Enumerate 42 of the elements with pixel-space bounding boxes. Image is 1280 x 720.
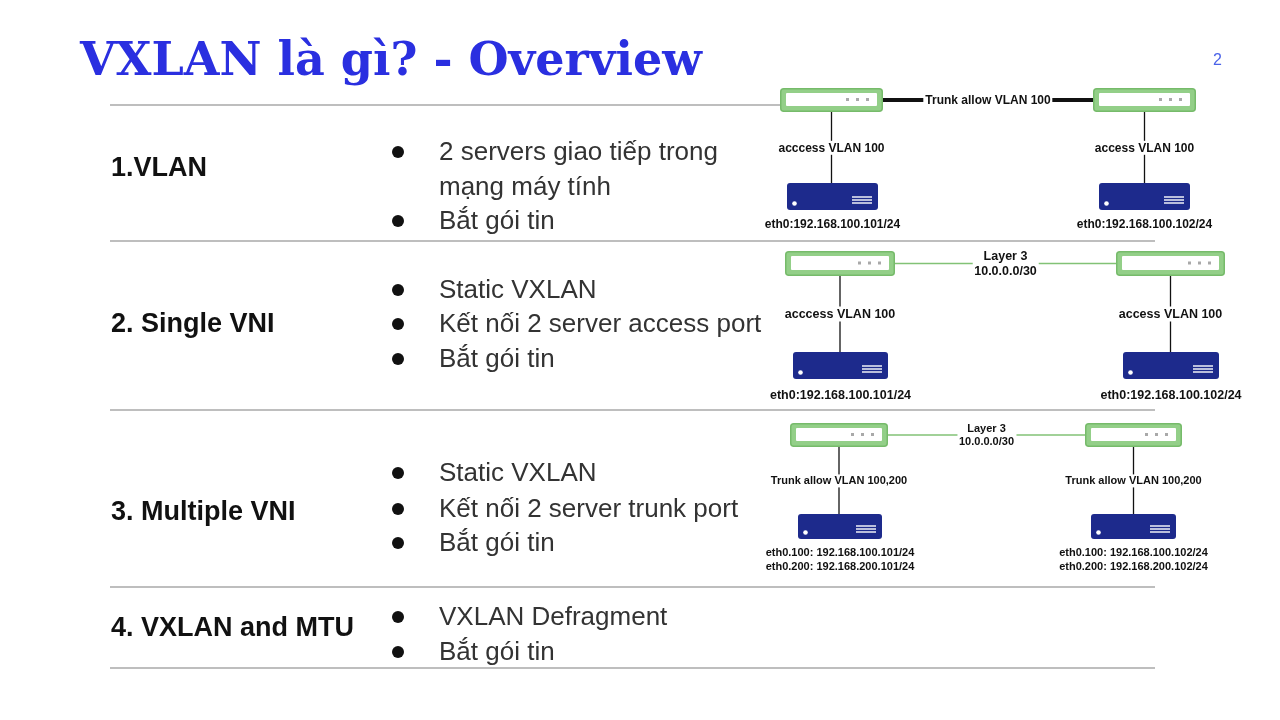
server (1123, 352, 1219, 379)
bullet-text: Bắt gói tin (439, 635, 555, 668)
bullet-text: Kết nối 2 server access port (439, 307, 762, 340)
ip-address-label: eth0:192.168.100.102/24 (1076, 217, 1213, 231)
edge-label: access VLAN 100 (1116, 306, 1225, 322)
network-switch (1116, 251, 1225, 276)
edge-label: access VLAN 100 (1092, 140, 1197, 155)
edge-label: acccess VLAN 100 (782, 306, 898, 322)
network-switch (790, 423, 888, 447)
section-heading: 3. Multiple VNI (111, 494, 296, 528)
section-heading: 4. VXLAN and MTU (111, 610, 354, 644)
slide-title: VXLAN là gì? - Overview (80, 32, 702, 86)
section-heading: 2. Single VNI (111, 306, 275, 340)
ip-address-label: eth0:192.168.100.101/24 (764, 217, 901, 231)
bullet-text: Bắt gói tin (439, 526, 555, 559)
network-switch (785, 251, 895, 276)
ip-address-label: eth0:192.168.100.101/24 (769, 388, 912, 402)
page-number: 2 (1213, 50, 1222, 70)
edge-label: Trunk allow VLAN 100,200 (768, 473, 910, 488)
edge-label: Trunk allow VLAN 100,200 (1063, 473, 1204, 488)
bullet-text: Static VXLAN (439, 456, 597, 489)
ip-address-label: eth0.100: 192.168.100.101/24 (765, 545, 915, 559)
bullet-text: Bắt gói tin (439, 342, 555, 375)
ip-address-label: eth0.200: 192.168.200.101/24 (765, 559, 915, 573)
section-heading: 1.VLAN (111, 150, 208, 184)
server (1099, 183, 1190, 210)
server (798, 514, 882, 539)
server (1091, 514, 1176, 539)
bullet-text: Kết nối 2 server trunk port (439, 492, 739, 525)
bullet-text: Bắt gói tin (439, 204, 555, 237)
server (787, 183, 878, 210)
ip-address-label: eth0.100: 192.168.100.102/24 (1059, 545, 1208, 559)
network-switch (1085, 423, 1182, 447)
ip-address-label: eth0.200: 192.168.200.102/24 (1059, 559, 1208, 573)
network-switch (780, 88, 883, 112)
network-switch (1093, 88, 1196, 112)
edge-label: acccess VLAN 100 (776, 140, 887, 155)
bullet-text: Static VXLAN (439, 273, 597, 306)
server (793, 352, 888, 379)
ip-address-label: eth0:192.168.100.102/24 (1100, 388, 1242, 402)
bullet-text: VXLAN Defragment (439, 600, 668, 633)
bullet-text: 2 servers giao tiếp trong mạng máy tính (439, 135, 719, 203)
